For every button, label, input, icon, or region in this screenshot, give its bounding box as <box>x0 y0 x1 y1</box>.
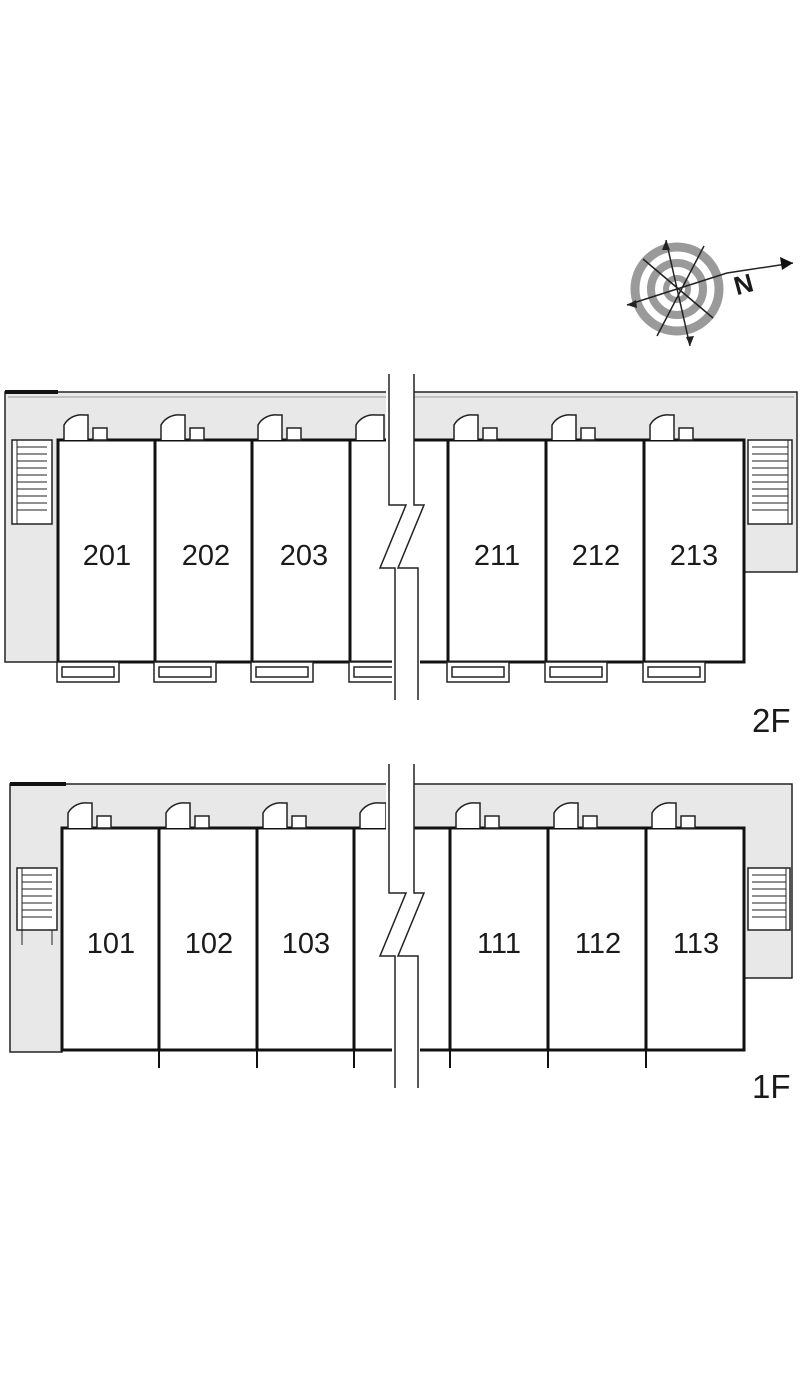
unit-label-101: 101 <box>87 928 135 960</box>
break-mark-2f <box>378 374 426 700</box>
compass-north-label: N <box>731 267 757 301</box>
floor-label-1f: 1F <box>752 1068 791 1105</box>
doors-1f <box>67 802 696 829</box>
stairs-right-2f <box>747 439 793 525</box>
stairs-right-1f <box>747 867 791 931</box>
doors-2f <box>63 414 694 441</box>
unit-label-111: 111 <box>477 928 521 960</box>
floor-label-2f: 2F <box>752 702 791 739</box>
compass-icon: N <box>626 239 794 347</box>
stairs-left-1f <box>16 867 58 945</box>
unit-label-202: 202 <box>182 540 230 572</box>
unit-label-211: 211 <box>474 540 520 572</box>
unit-label-112: 112 <box>575 928 621 960</box>
unit-label-203: 203 <box>280 540 328 572</box>
floor-1f-plan: 101 102 103 111 112 113 1F <box>9 764 793 1105</box>
stairs-left-2f <box>11 439 53 525</box>
break-mark-1f <box>378 764 426 1088</box>
unit-label-102: 102 <box>185 928 233 960</box>
unit-label-201: 201 <box>83 540 131 572</box>
unit-label-113: 113 <box>673 928 719 960</box>
unit-label-213: 213 <box>670 540 718 572</box>
balconies-2f <box>56 661 706 683</box>
floor-2f-plan: 201 202 203 211 212 213 2F <box>4 374 798 739</box>
unit-label-212: 212 <box>572 540 620 572</box>
unit-label-103: 103 <box>282 928 330 960</box>
